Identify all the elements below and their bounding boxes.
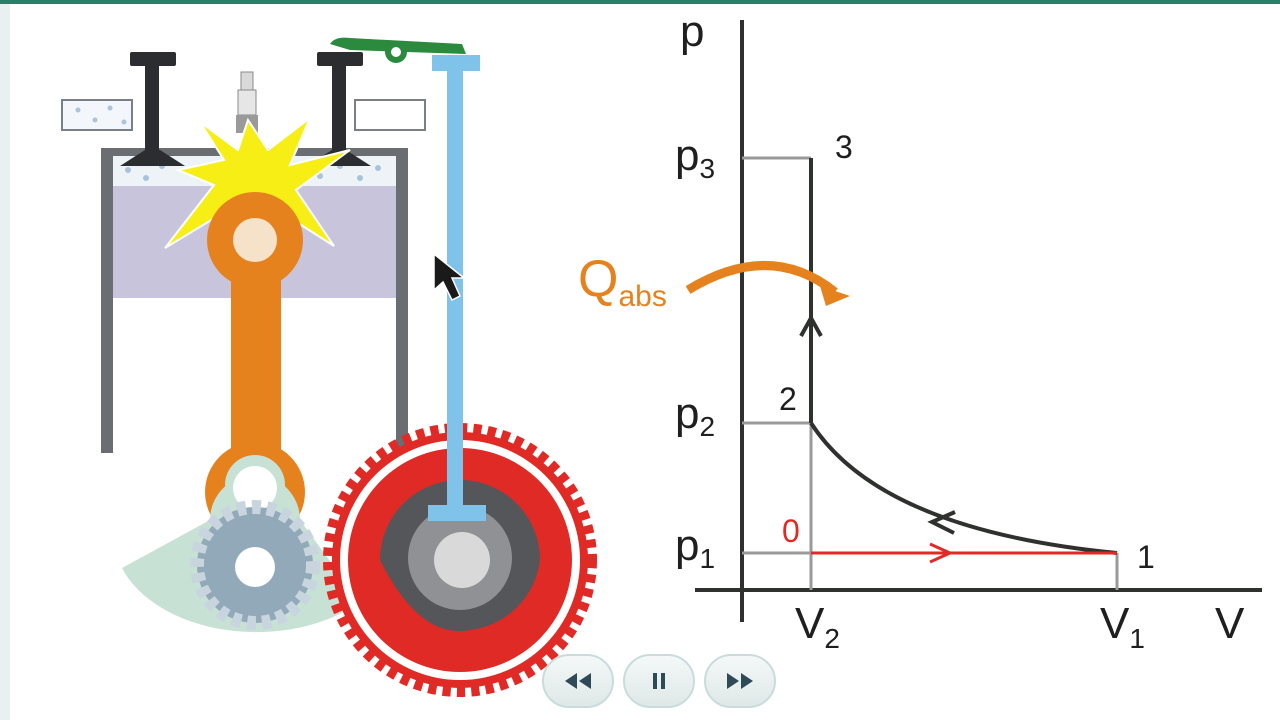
up-arrow-icon xyxy=(799,313,823,337)
fast-forward-icon xyxy=(727,673,753,689)
pressure-label-p1: p1 xyxy=(675,521,715,574)
pressure-label-p3: p3 xyxy=(675,131,715,184)
point-label-2: 2 xyxy=(779,381,797,417)
playback-controls xyxy=(540,654,778,710)
volume-label-v2: V2 xyxy=(795,599,840,654)
y-axis-label: p xyxy=(680,7,704,56)
mouse-cursor-icon xyxy=(433,252,467,302)
heat-arrow xyxy=(685,261,838,296)
curve-arrow-icon xyxy=(927,510,956,535)
rewind-button[interactable] xyxy=(542,654,614,708)
top-border xyxy=(0,0,1280,4)
pressure-label-p2: p2 xyxy=(675,389,715,442)
guide-lines xyxy=(742,156,1119,590)
pause-icon xyxy=(653,673,665,689)
heat-label: Qabs xyxy=(578,250,667,313)
exhaust-manifold xyxy=(354,99,426,131)
left-border xyxy=(0,4,10,720)
fast-forward-button[interactable] xyxy=(704,654,776,708)
camshaft-gear xyxy=(323,423,597,697)
volume-label-v1: V1 xyxy=(1100,599,1145,654)
intake-valve xyxy=(120,52,185,166)
compression-curve-1-2 xyxy=(809,421,1118,555)
point-label-3: 3 xyxy=(835,129,853,165)
rewind-icon xyxy=(565,673,591,689)
point-label-1: 1 xyxy=(1137,539,1155,575)
heat-arrowhead-icon xyxy=(820,286,850,306)
rocker-arm xyxy=(330,37,466,63)
point-label-0: 0 xyxy=(782,513,800,549)
pause-button[interactable] xyxy=(623,654,695,708)
crank-gear xyxy=(190,500,320,630)
intake-manifold xyxy=(61,99,133,131)
right-arrow-icon xyxy=(929,542,954,564)
x-axis-label: V xyxy=(1215,599,1245,648)
